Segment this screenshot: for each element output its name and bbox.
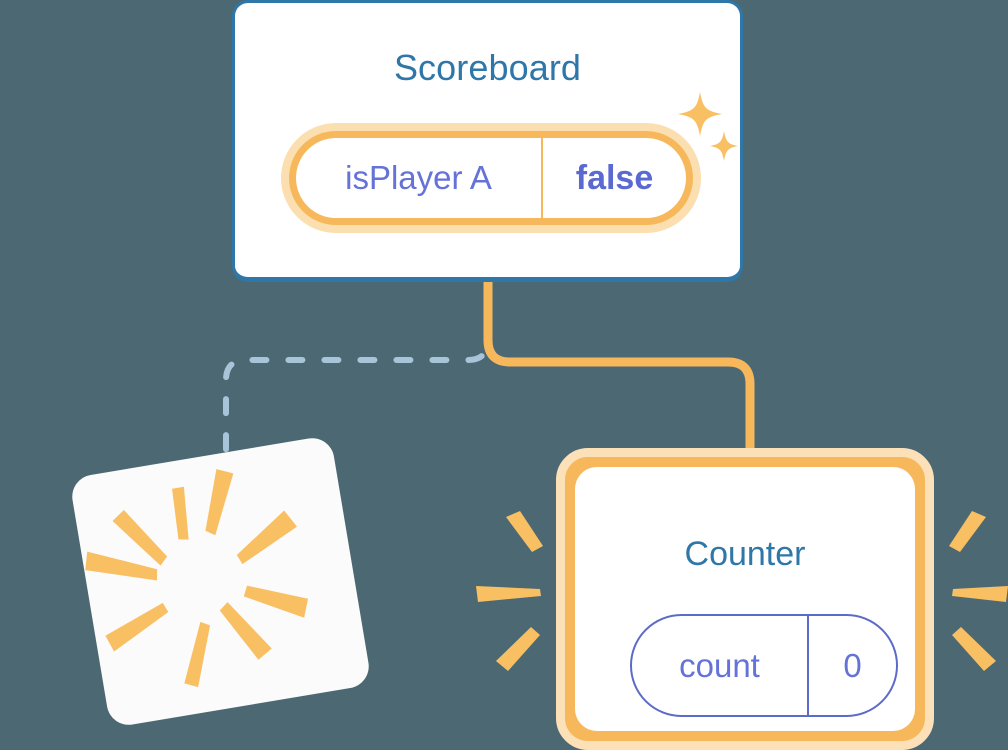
burst-ray — [205, 469, 234, 536]
counter-state-pill[interactable]: count 0 — [630, 614, 898, 717]
burst-ray — [112, 509, 168, 566]
burst-ray — [184, 621, 211, 688]
burst-ray — [219, 602, 272, 660]
counter-card[interactable]: Counter count 0 — [556, 448, 934, 750]
placeholder-card[interactable] — [68, 434, 373, 729]
burst-ray — [172, 486, 189, 540]
scoreboard-state-pill-inner: isPlayer A false — [296, 138, 686, 218]
burst-ray — [506, 511, 543, 552]
placeholder-burst-rays — [85, 469, 309, 688]
counter-title: Counter — [684, 535, 806, 573]
scoreboard-title: Scoreboard — [393, 47, 582, 88]
burst-ray — [952, 586, 1008, 602]
burst-ray — [949, 511, 986, 552]
scoreboard-state-key: isPlayer A — [296, 138, 543, 218]
burst-ray — [952, 627, 996, 671]
burst-ray — [243, 585, 309, 618]
scoreboard-state-pill[interactable]: isPlayer A false — [281, 123, 701, 233]
burst-ray — [236, 510, 297, 565]
burst-ray — [496, 627, 540, 671]
burst-ray — [476, 586, 541, 602]
sparkle-icon — [710, 131, 738, 161]
counter-state-value: 0 — [843, 646, 862, 684]
connector-scoreboard-to-counter — [483, 282, 755, 462]
sparkle-icon — [678, 92, 722, 136]
scoreboard-card[interactable]: Scoreboard isPlayer A false — [232, 0, 743, 282]
burst-ray — [105, 602, 169, 652]
connector-scoreboard-to-placeholder — [223, 283, 491, 485]
sparkle-group — [678, 92, 738, 161]
counter-state-key: count — [632, 616, 809, 715]
scoreboard-state-value: false — [575, 158, 654, 197]
burst-ray — [85, 551, 158, 581]
counter-card-inner: Counter count 0 — [575, 467, 915, 731]
